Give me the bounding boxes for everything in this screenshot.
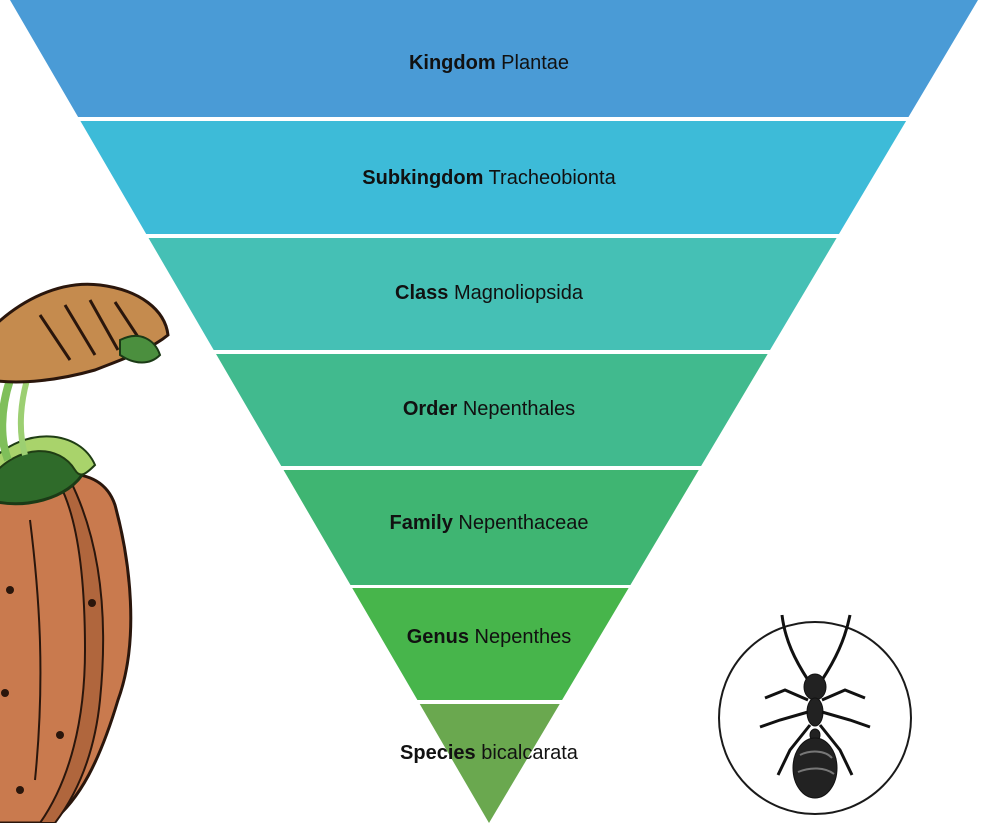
taxon-name: Tracheobionta (483, 167, 616, 189)
band-label-genus: Genus Nepenthes (407, 626, 572, 648)
rank-label: Genus (407, 626, 469, 648)
band-label-order: Order Nepenthales (403, 398, 575, 420)
band-label-species: Species bicalcarata (400, 742, 579, 764)
band-label-kingdom: Kingdom Plantae (409, 52, 569, 74)
taxon-name: Nepenthaceae (453, 512, 589, 534)
rank-label: Order (403, 398, 458, 420)
rank-label: Kingdom (409, 52, 496, 74)
taxon-name: Nepenthes (469, 626, 571, 648)
rank-label: Family (389, 512, 453, 534)
taxon-name: Magnoliopsida (448, 282, 583, 304)
rank-label: Subkingdom (362, 167, 483, 189)
band-label-class: Class Magnoliopsida (395, 282, 584, 304)
ant-illustration (719, 615, 911, 814)
rank-label: Species (400, 742, 476, 764)
band-label-family: Family Nepenthaceae (389, 512, 588, 534)
band-label-subkingdom: Subkingdom Tracheobionta (362, 167, 616, 189)
taxon-name: bicalcarata (476, 742, 579, 764)
taxon-name: Plantae (496, 52, 569, 74)
taxon-name: Nepenthales (457, 398, 575, 420)
pitcher-plant-illustration (0, 284, 168, 823)
rank-label: Class (395, 282, 448, 304)
